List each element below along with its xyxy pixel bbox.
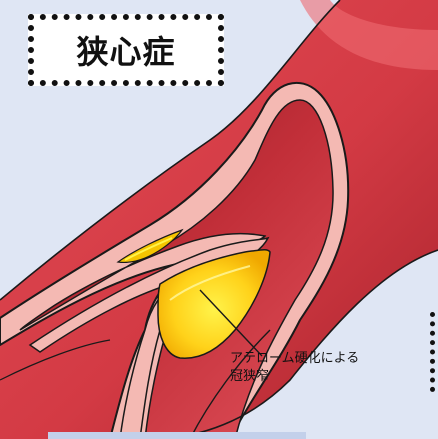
annotation-line-1: アテローム硬化による — [230, 350, 359, 368]
annotation-label: アテローム硬化による 冠狭窄 — [230, 350, 359, 386]
bottom-strip — [48, 432, 306, 439]
annotation-line-2: 冠狭窄 — [230, 368, 359, 386]
decorative-dotted-edge — [430, 312, 438, 392]
title-text: 狭心症 — [76, 27, 175, 73]
title-box: 狭心症 — [28, 14, 224, 86]
